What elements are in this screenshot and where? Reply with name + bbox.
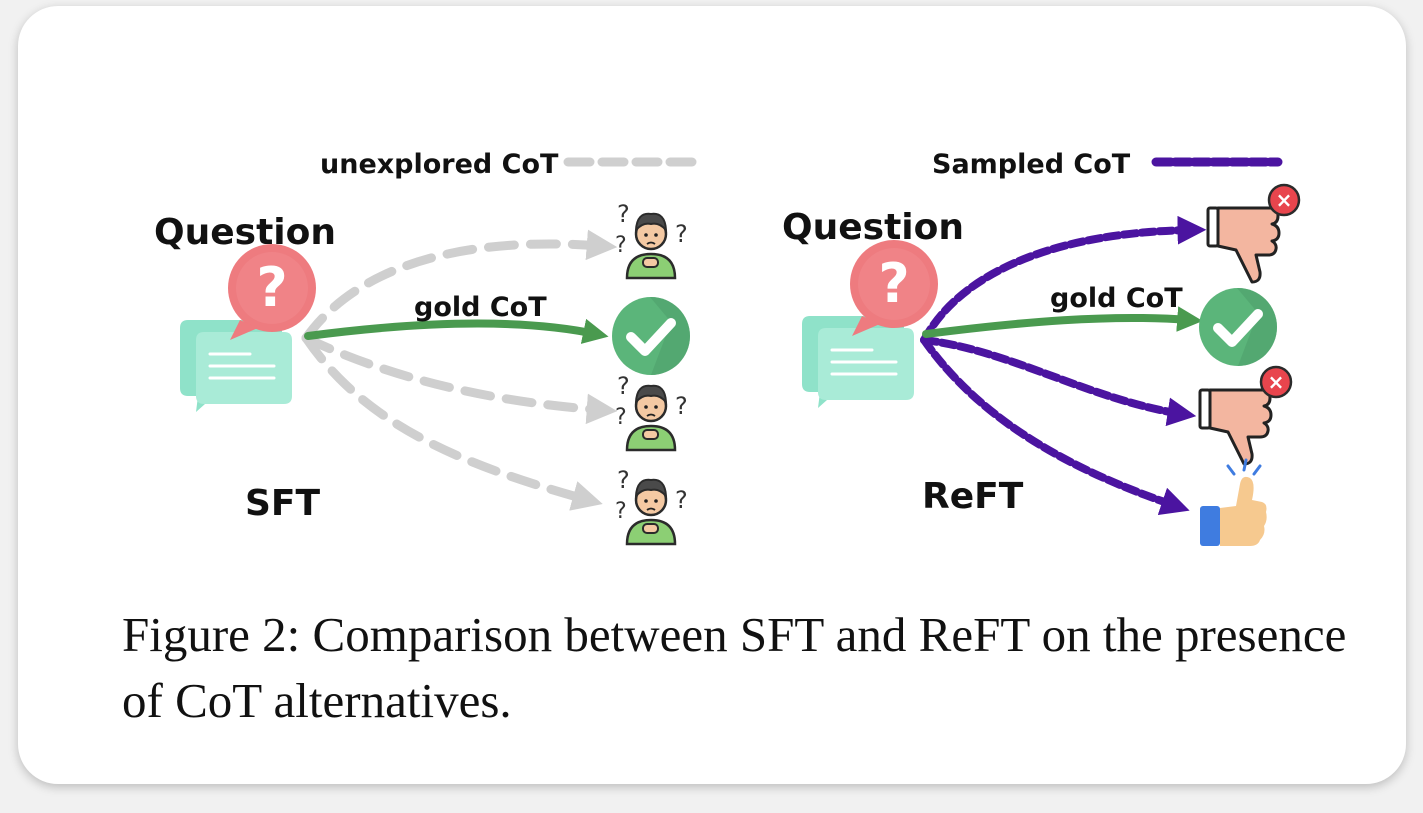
unexplored-cot-arrow-1 [301, 229, 618, 343]
reft-panel-label: ReFT [922, 476, 1024, 517]
sft-question-icon [178, 242, 318, 414]
sampled-cot-arrow-1 [920, 215, 1207, 344]
confused-person-icon [613, 198, 689, 280]
reft-question-label: Question [782, 207, 964, 248]
thumbs-down-wrong-icon [1206, 183, 1301, 284]
figure-caption: Figure 2: Comparison between SFT and ReF… [122, 607, 1347, 728]
thumbs-down-wrong-icon [1198, 365, 1293, 466]
reft-check-icon [1199, 288, 1277, 366]
unexplored-cot-arrow-2 [301, 333, 618, 425]
unexplored-cot-arrow-3 [301, 333, 603, 511]
confused-person-icon [613, 464, 689, 546]
reft-question-icon [800, 238, 940, 410]
reft-gold-cot-arrow [922, 306, 1203, 338]
sft-gold-cot-label: gold CoT [414, 292, 547, 323]
reft-gold-cot-label: gold CoT [1050, 283, 1183, 314]
sft-gold-cot-arrow [304, 318, 609, 344]
sampled-cot-arrow-3 [920, 336, 1190, 516]
sampled-cot-legend-label: Sampled CoT [932, 149, 1131, 180]
confused-person-icon [613, 370, 689, 452]
sft-panel-label: SFT [245, 483, 321, 524]
sft-check-icon [612, 297, 690, 375]
sft-panel: unexplored CoT Question gold CoT SFT [154, 149, 699, 546]
thumbs-up-icon [1200, 458, 1267, 546]
unexplored-cot-legend-label: unexplored CoT [320, 149, 559, 180]
reft-panel: Sampled CoT Question gold CoT ReFT [782, 149, 1301, 546]
sft-question-label: Question [154, 212, 336, 253]
sampled-cot-arrow-2 [920, 336, 1197, 427]
